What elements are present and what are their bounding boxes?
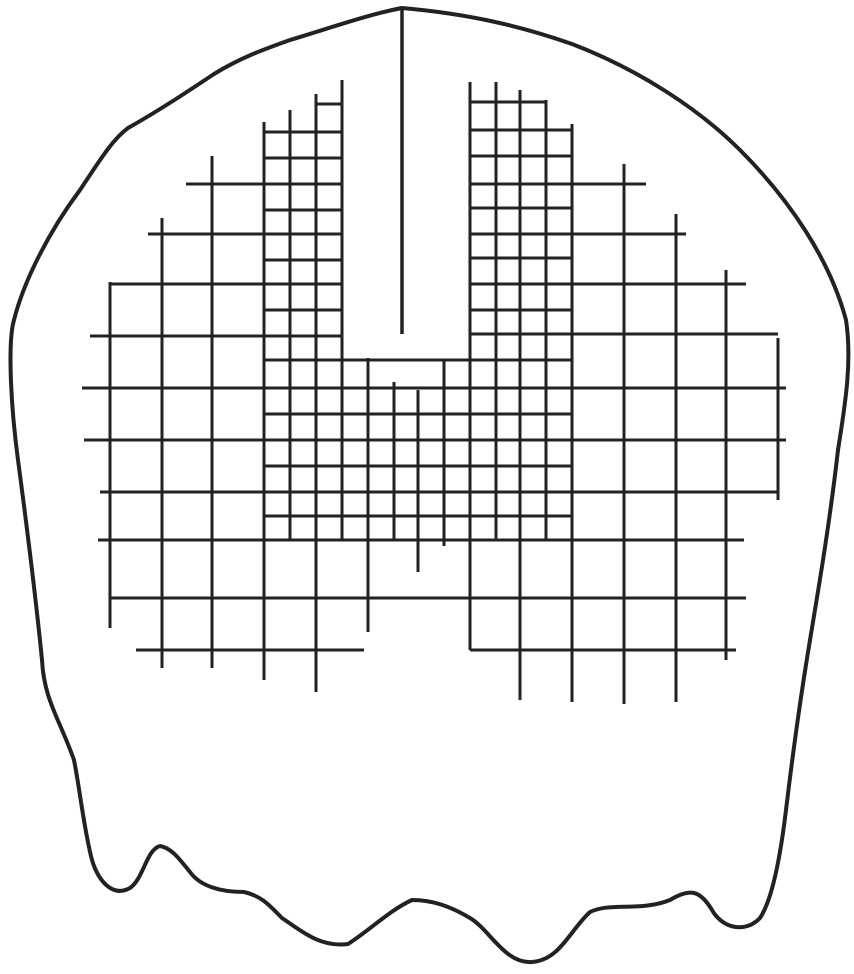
head-outline — [11, 8, 849, 962]
